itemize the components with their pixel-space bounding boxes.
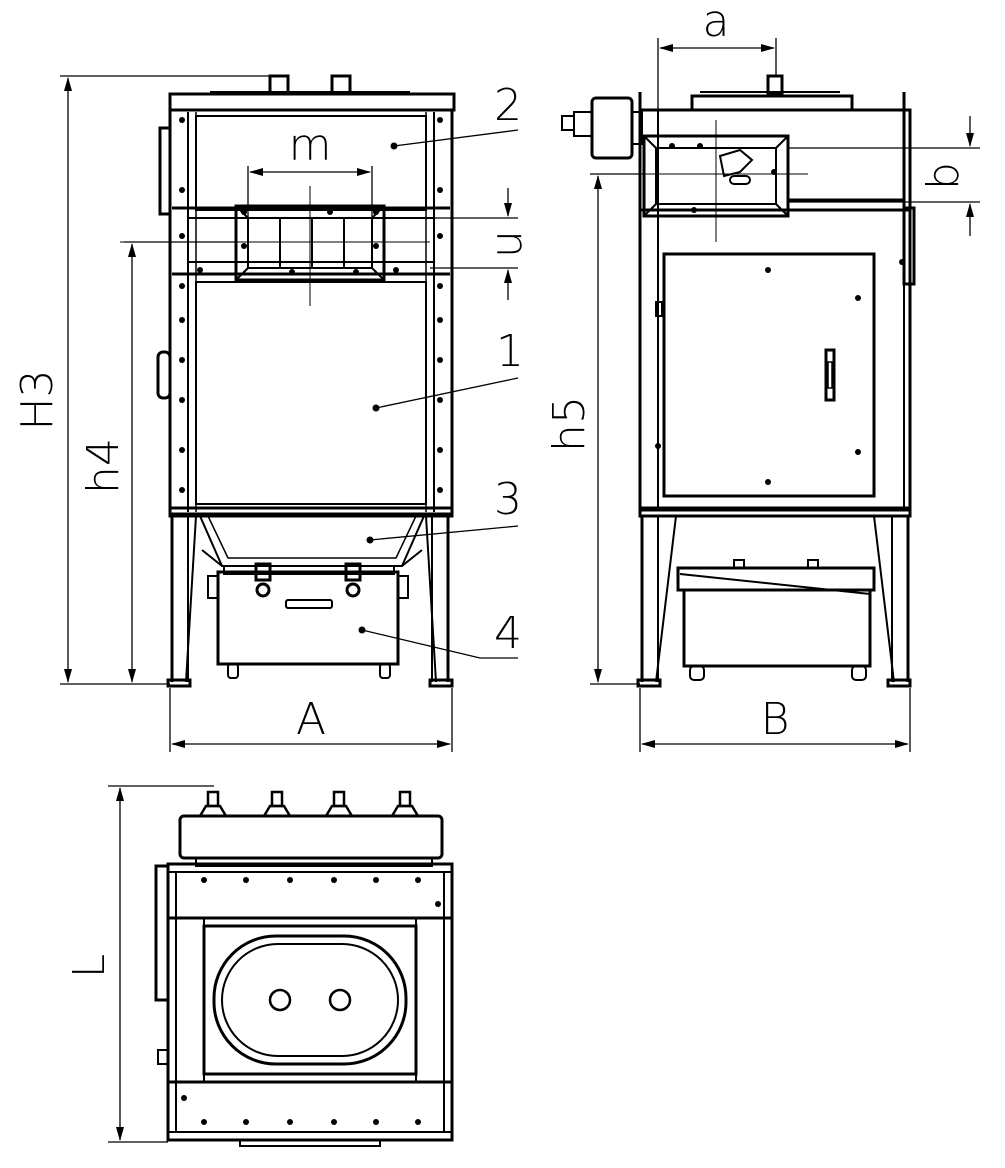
front-top-nozzle-left (268, 74, 290, 96)
callout-part-2: 2 (494, 80, 522, 131)
top-fan-shroud (178, 814, 444, 860)
dim-label-L: L (64, 954, 115, 979)
top-bolts (181, 877, 441, 1125)
side-lower-body (638, 208, 912, 512)
front-view (156, 74, 456, 688)
top-view (154, 814, 454, 1147)
front-side-handle (156, 350, 172, 400)
dim-label-b: b (918, 162, 969, 190)
dim-label-h5: h5 (544, 396, 595, 452)
side-bolts (655, 143, 905, 485)
callout-part-3: 3 (494, 474, 522, 525)
callout-dots (358, 142, 398, 634)
callout-part-1: 1 (496, 326, 524, 377)
front-filter-chamber (195, 281, 427, 505)
dim-label-n: n (486, 230, 537, 258)
side-fan-motor (590, 96, 634, 160)
side-service-door (662, 252, 876, 498)
front-top-lid (168, 92, 456, 112)
dimension-lines (60, 38, 980, 1143)
top-nozzles (198, 790, 420, 817)
callout-leaders (361, 129, 519, 659)
front-top-nozzle-right (330, 74, 352, 96)
top-service-cover (212, 934, 408, 1066)
dim-label-B: B (761, 694, 790, 745)
dim-label-m: m (289, 120, 332, 171)
front-body (168, 108, 454, 516)
dim-label-H3: H3 (12, 369, 63, 430)
dim-label-A: A (296, 694, 326, 745)
side-view (561, 74, 916, 688)
front-bolts (179, 117, 443, 493)
front-dust-bin (216, 570, 400, 666)
dim-label-a: a (703, 0, 730, 47)
front-upper-chamber (195, 115, 427, 211)
dim-label-h4: h4 (78, 438, 129, 494)
top-body (166, 862, 454, 1142)
callout-part-4: 4 (494, 608, 522, 659)
side-dust-bin (676, 566, 876, 592)
